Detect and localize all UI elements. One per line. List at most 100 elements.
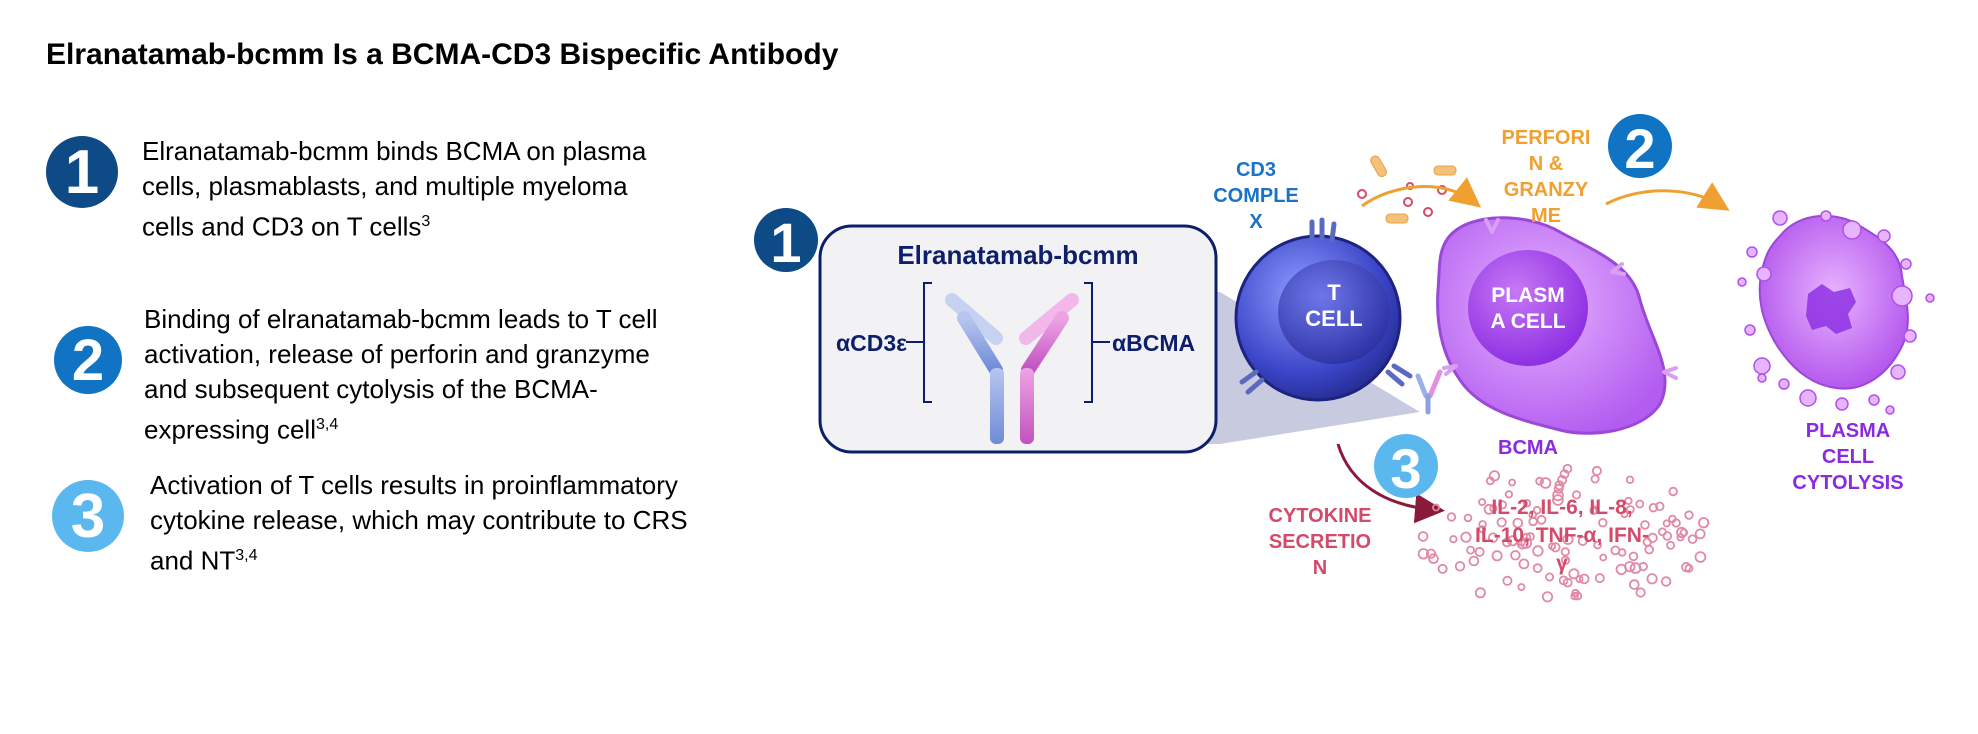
- cytokine-dot: [1417, 531, 1429, 542]
- diagram-step-3-icon: [1374, 434, 1438, 498]
- cytokine-dot: [1698, 517, 1710, 529]
- cytokine-dot: [1460, 531, 1472, 543]
- cytokine-dot: [1449, 535, 1458, 544]
- cytokine-dot: [1646, 573, 1658, 585]
- cytokine-dot: [1522, 499, 1532, 508]
- diagram-step-3-label: 3: [1390, 437, 1421, 500]
- bullet-3: 3 Activation of T cells results in proin…: [52, 470, 690, 579]
- bullet-2-body: Binding of elranatamab-bcmm leads to T c…: [144, 304, 658, 445]
- perforin-label-2: N &: [1529, 153, 1563, 175]
- cytokine-dot: [1624, 496, 1633, 505]
- cytokine-dot: [1562, 463, 1573, 474]
- step-3-icon: 3: [52, 480, 124, 552]
- cytokine-dot: [1666, 540, 1676, 550]
- cytokine-dot: [1662, 531, 1673, 541]
- cytokine-dot: [1560, 547, 1570, 557]
- cytokine-dot: [1550, 542, 1561, 553]
- cytokine-dot: [1528, 516, 1538, 527]
- bullet-2-ref: 3,4: [315, 416, 339, 433]
- cytokine-secretion-label-1: CYTOKINE: [1269, 505, 1372, 527]
- cytokine-dot: [1591, 465, 1602, 476]
- cytokine-dot: [1552, 489, 1564, 502]
- cytokine-dot: [1625, 475, 1635, 484]
- cytokine-list-3: γ: [1556, 552, 1568, 575]
- cytokine-dot: [1655, 501, 1665, 511]
- plasma-cell-label-2: A CELL: [1490, 310, 1565, 333]
- cytokine-dot: [1560, 555, 1571, 566]
- cytokine-dot: [1635, 587, 1646, 598]
- cytokine-dot: [1517, 583, 1526, 592]
- cytolysis-label-3: CYTOLYSIS: [1792, 472, 1903, 494]
- cd3-label-2: COMPLE: [1213, 185, 1299, 207]
- cytokine-dot: [1428, 553, 1439, 564]
- bullet-1-text: Elranatamab-bcmm binds BCMA on plasma ce…: [142, 134, 682, 245]
- cytokine-dot: [1518, 558, 1530, 570]
- cytokine-dot: [1615, 563, 1628, 576]
- bullet-3-ref: 3,4: [235, 547, 258, 564]
- page-title: Elranatamab-bcmm Is a BCMA-CD3 Bispecifi…: [46, 38, 839, 71]
- cytokine-dot: [1676, 533, 1685, 542]
- cytokine-dot: [1625, 505, 1635, 514]
- cytokine-arrow: [1336, 443, 1445, 524]
- cytokine-dot: [1536, 514, 1547, 525]
- cytokine-dot: [1590, 474, 1600, 484]
- cytokine-dot: [1504, 490, 1514, 499]
- cytokine-secretion-label-3: N: [1313, 557, 1327, 579]
- cytokine-dot: [1489, 504, 1498, 513]
- cytokine-dot: [1568, 568, 1580, 580]
- diagram-step-1-icon: [754, 208, 818, 272]
- cytokine-dot: [1694, 551, 1707, 563]
- perforin-arrow-2: [1605, 182, 1730, 211]
- cytokine-dot: [1599, 553, 1608, 562]
- bullet-1-ref: 3: [421, 213, 431, 230]
- cytokine-dot: [1417, 548, 1430, 560]
- antibody-box: [818, 224, 1218, 454]
- cd3-label-1: CD3: [1236, 159, 1276, 181]
- cytokine-dot: [1463, 513, 1473, 523]
- cytokine-dot: [1640, 520, 1650, 530]
- cytokine-dot: [1594, 573, 1605, 584]
- cytokine-dot: [1684, 510, 1694, 520]
- cytokine-dot: [1557, 474, 1568, 485]
- cytokine-dot: [1577, 536, 1588, 547]
- perforin-label-4: ME: [1531, 205, 1561, 227]
- cytokine-dot: [1496, 517, 1507, 528]
- cytokine-dot: [1520, 537, 1532, 549]
- cytokine-dot: [1629, 579, 1640, 590]
- cytokine-dot: [1548, 542, 1557, 551]
- cytokine-dot: [1589, 505, 1599, 515]
- cytokine-dot: [1562, 533, 1574, 545]
- cytokine-dot: [1644, 544, 1654, 555]
- cytokine-secretion-label-2: SECRETIO: [1269, 531, 1371, 553]
- cytokine-dot: [1487, 532, 1499, 543]
- diagram-step-2-label: 2: [1624, 117, 1655, 180]
- cytokine-dot: [1502, 537, 1512, 548]
- cytokine-dot: [1571, 490, 1582, 500]
- cytokine-dot: [1468, 555, 1480, 567]
- cytokine-dot: [1539, 477, 1552, 489]
- cytokine-dot: [1502, 575, 1513, 586]
- bullet-1-body: Elranatamab-bcmm binds BCMA on plasma ce…: [142, 136, 647, 242]
- cytokine-dot: [1532, 545, 1544, 557]
- cytokine-dot: [1668, 486, 1678, 497]
- perforin-label-1: PERFORI: [1502, 127, 1591, 149]
- cytokine-dot: [1432, 503, 1440, 512]
- cytokine-dot: [1598, 518, 1608, 528]
- plasma-cell-label-1: PLASM: [1491, 284, 1565, 307]
- bound-antibody-icon: [1415, 369, 1443, 415]
- cytokine-list-2: IL-10, TNF-α, IFN-: [1475, 524, 1649, 547]
- step-2-icon: 2: [54, 326, 122, 394]
- cytokine-dot: [1532, 505, 1542, 515]
- cytokine-dot: [1491, 550, 1503, 562]
- cytokine-dot: [1508, 478, 1516, 487]
- cytokine-dot: [1662, 519, 1671, 528]
- cytokine-dot: [1684, 563, 1694, 573]
- cytokine-dot: [1532, 563, 1543, 574]
- cytokine-dot: [1628, 551, 1639, 562]
- cytokine-dot: [1648, 503, 1659, 513]
- cytokine-dot: [1558, 575, 1569, 586]
- bullet-1: 1 Elranatamab-bcmm binds BCMA on plasma …: [46, 136, 682, 245]
- lysed-cell: [1737, 210, 1935, 415]
- cytolysis-label-2: CELL: [1822, 446, 1874, 468]
